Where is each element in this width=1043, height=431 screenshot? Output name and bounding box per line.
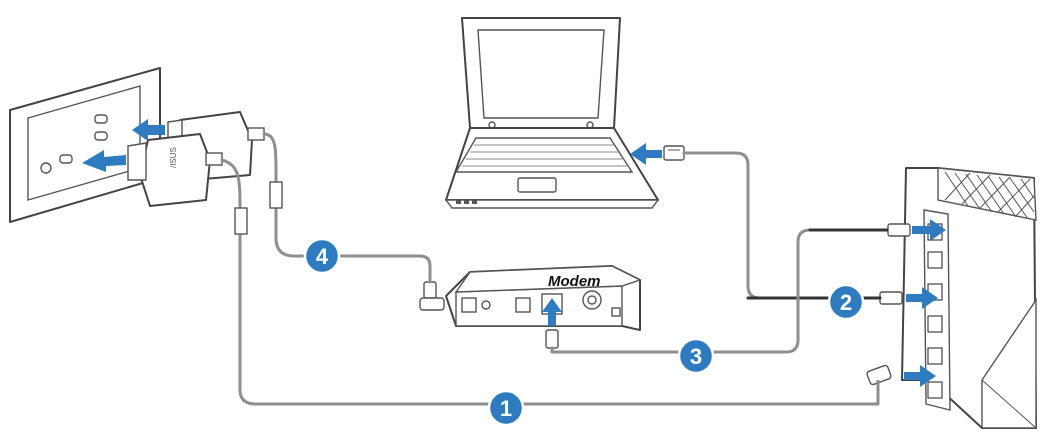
- modem-power-port: [462, 298, 476, 312]
- socket-hole-c: [60, 155, 72, 163]
- cable-4-ferrite: [270, 182, 282, 208]
- laptop-touchpad: [518, 178, 556, 192]
- badge-2: 2: [829, 285, 863, 319]
- modem-lan-connector: [546, 330, 558, 348]
- badge-3: 3: [679, 339, 713, 373]
- adapter-brand-label: /ISUS: [169, 147, 178, 168]
- socket-hole-a: [95, 115, 107, 123]
- modem-label: Modem: [548, 273, 601, 290]
- cable-1-ferrite: [235, 208, 247, 234]
- cable-4: [264, 134, 430, 282]
- laptop-cable-connector: [664, 146, 684, 160]
- router-connector-mid: [880, 292, 902, 304]
- badge-1: 1: [489, 391, 523, 425]
- modem: Modem: [446, 266, 640, 330]
- badge-4: 4: [305, 239, 339, 273]
- cable-2: [684, 153, 880, 298]
- router-port-power: [928, 382, 942, 398]
- laptop-keyboard: [456, 138, 632, 172]
- svg-text:4: 4: [316, 244, 329, 269]
- router-connector-power: [866, 365, 891, 404]
- laptop-screen: [478, 30, 604, 118]
- modem-phone-port: [516, 298, 530, 312]
- laptop: [446, 18, 658, 208]
- router-port-wan: [928, 348, 942, 364]
- socket-ground: [41, 163, 51, 173]
- router-port-lan2: [928, 252, 942, 268]
- modem-power-connector: [420, 282, 444, 310]
- socket-hole-b: [95, 132, 107, 140]
- svg-text:3: 3: [690, 344, 702, 369]
- router-connector-top: [878, 224, 910, 236]
- router-port-lan4: [928, 316, 942, 332]
- svg-text:2: 2: [840, 290, 852, 315]
- svg-text:1: 1: [500, 396, 512, 421]
